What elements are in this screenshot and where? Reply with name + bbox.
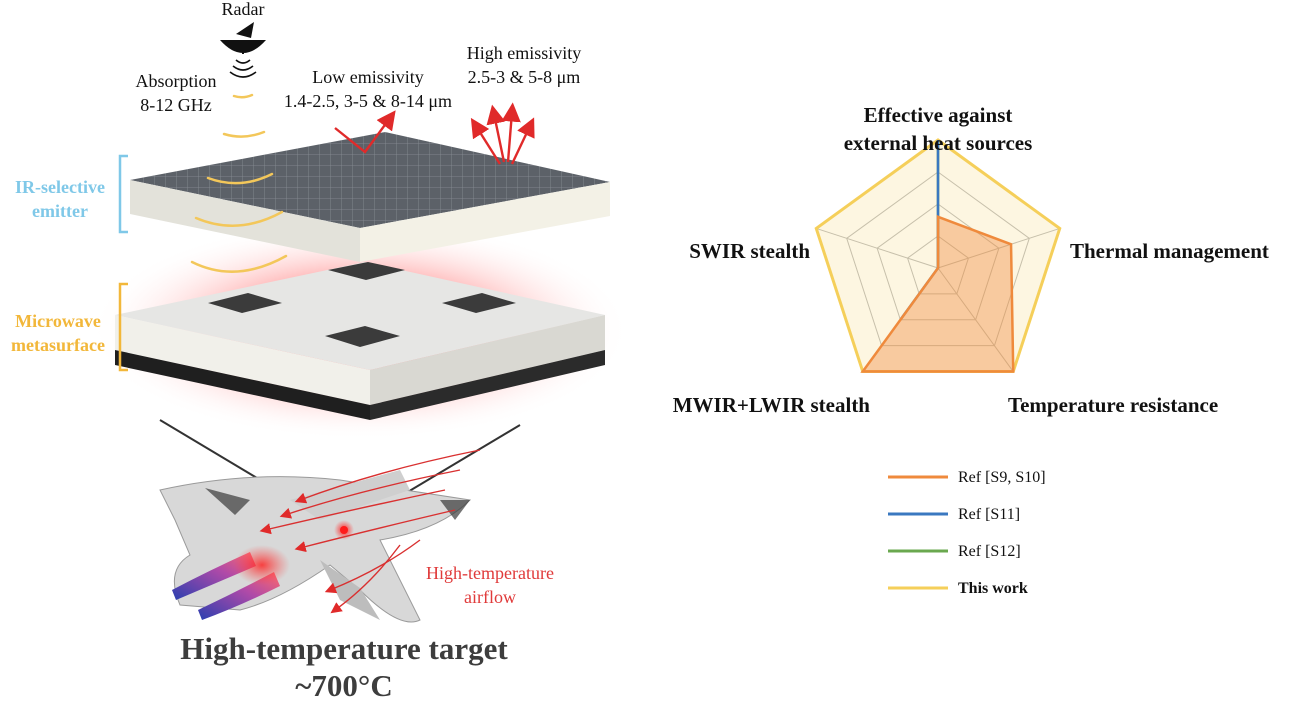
radar-series-ref-s9-s10 [860, 214, 1015, 373]
radar-spoke [816, 227, 939, 269]
airflow-lines [259, 449, 481, 614]
absorption-label: Absorption [136, 71, 217, 91]
target-title: High-temperature target [180, 631, 508, 666]
radar-spoke [937, 267, 1014, 372]
emitter-label-line2: emitter [32, 201, 88, 221]
radar-axis-label: external heat sources [844, 131, 1033, 155]
radar-grid-ring [876, 203, 1000, 321]
device-illustration: Radar Absorption 8-12 GHz Low emissivity… [11, 0, 630, 702]
legend-label: This work [958, 580, 1028, 597]
metasurface-bracket [118, 282, 128, 372]
legend-label: Ref [S9, S10] [958, 469, 1046, 486]
absorption-band: 8-12 GHz [140, 95, 211, 115]
radar-axis-label: MWIR+LWIR stealth [673, 393, 871, 417]
high-emissivity-label: High emissivity [467, 43, 582, 63]
low-emissivity-arrow [334, 110, 396, 154]
radar-axis-label: SWIR stealth [689, 239, 810, 263]
ir-selective-emitter-slab [130, 132, 610, 262]
metasurface-label: Microwave [15, 311, 101, 331]
metasurface-label-line2: metasurface [11, 335, 105, 355]
aircraft-icon [159, 470, 472, 623]
legend-label: Ref [S11] [958, 506, 1020, 523]
low-emissivity-label: Low emissivity [312, 67, 424, 87]
metasurface-patch [442, 293, 516, 313]
low-emissivity-bands: 1.4-2.5, 3-5 & 8-14 μm [284, 91, 452, 111]
radar-waves [190, 93, 288, 273]
airflow-label: High-temperature [426, 563, 554, 583]
microwave-metasurface-slab [115, 262, 605, 420]
radar-axis-label: Effective against [864, 103, 1013, 127]
radar-grid-ring [846, 171, 1030, 347]
radar-axis-label: Thermal management [1070, 239, 1269, 263]
radar-axis-label: Temperature resistance [1008, 393, 1218, 417]
metasurface-patch [328, 262, 405, 280]
chart-legend: Ref [S9, S10] Ref [S11] Ref [S12] This work [888, 469, 1046, 597]
emitter-bracket [118, 154, 128, 234]
high-emissivity-bands: 2.5-3 & 5-8 μm [468, 67, 581, 87]
radar-grid-ring [906, 235, 970, 295]
radar-label: Radar [222, 0, 265, 19]
target-temperature: ~700°C [295, 668, 392, 702]
metasurface-patch [325, 326, 400, 347]
radar-dish-icon [220, 22, 266, 78]
metasurface-patch [208, 293, 282, 313]
high-emissivity-arrows [470, 102, 535, 165]
radar-spoke [937, 227, 1060, 269]
emitter-label: IR-selective [15, 177, 105, 197]
airflow-label-line2: airflow [464, 587, 516, 607]
legend-label: Ref [S12] [958, 543, 1021, 560]
radar-chart: Effective against external heat sourcesTh… [673, 103, 1269, 417]
radar-axis-labels: Effective against external heat sourcesTh… [673, 103, 1269, 417]
radar-series-group [814, 138, 1062, 374]
